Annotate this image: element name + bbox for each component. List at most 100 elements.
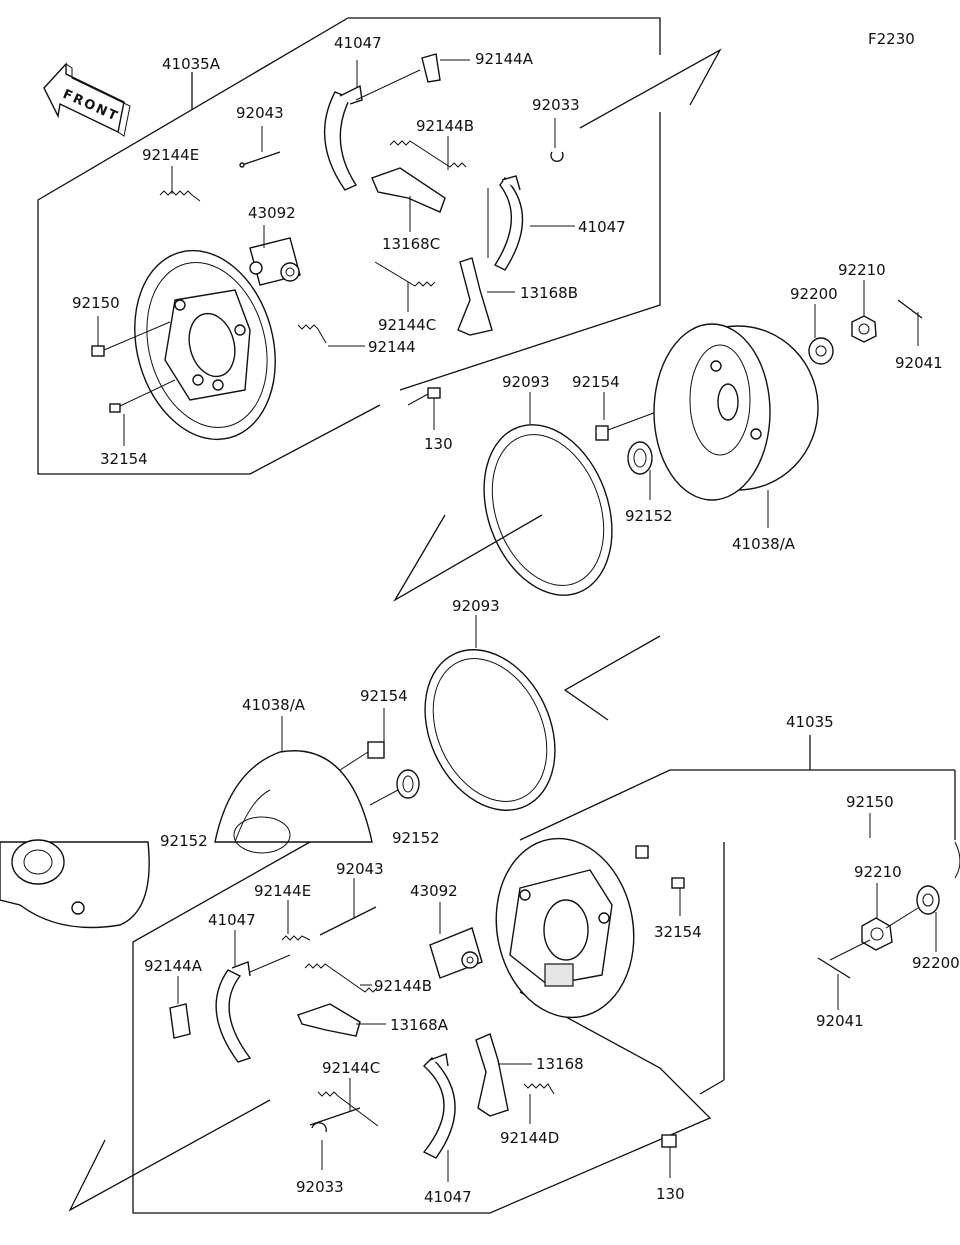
label-92093-lower: 92093 xyxy=(452,597,500,615)
upper-frame xyxy=(37,17,722,475)
upper-bolt-92150 xyxy=(91,316,171,357)
lower-nut-92210 xyxy=(861,883,893,951)
upper-bolt-130 xyxy=(407,387,441,430)
label-92200-lower: 92200 xyxy=(912,954,960,972)
lower-brake-drum xyxy=(214,716,373,854)
upper-lever-13168B xyxy=(457,188,515,336)
upper-spring-92144E xyxy=(159,166,201,202)
lower-bolt-plate xyxy=(635,845,649,859)
lower-pin-92043 xyxy=(319,878,377,936)
label-32154-lower: 32154 xyxy=(654,923,702,941)
label-92150-lower: 92150 xyxy=(846,793,894,811)
lower-brake-shoe-left xyxy=(215,930,291,1063)
label-41047-lower-top: 41047 xyxy=(208,911,256,929)
label-43092-upper: 43092 xyxy=(248,204,296,222)
lower-stud-92154 xyxy=(339,708,385,771)
label-41035-lower: 41035 xyxy=(786,713,834,731)
upper-washer-92200 xyxy=(808,304,834,365)
upper-spring-92144C xyxy=(374,261,436,312)
label-92144C-lower: 92144C xyxy=(322,1059,380,1077)
label-92154-lower: 92154 xyxy=(360,687,408,705)
label-92041-upper: 92041 xyxy=(895,354,943,372)
upper-spring-92144B xyxy=(389,136,467,170)
upper-labels: 41035A 41047 92144A 92043 92144B 92033 9… xyxy=(72,34,943,553)
label-92152-lower-cut: 92152 xyxy=(160,832,208,850)
lower-brake-shoe-right xyxy=(422,1053,456,1182)
upper-lever-13168C xyxy=(371,167,446,232)
label-92033-upper: 92033 xyxy=(532,96,580,114)
label-92152-upper: 92152 xyxy=(625,507,673,525)
label-43092-lower: 43092 xyxy=(410,882,458,900)
label-92144-upper: 92144 xyxy=(368,338,416,356)
upper-clip-92144A xyxy=(355,53,470,101)
label-92144A-upper: 92144A xyxy=(475,50,534,68)
lower-washer-92200 xyxy=(829,885,940,961)
label-92144B-upper: 92144B xyxy=(416,117,474,135)
upper-bleeder-32154 xyxy=(109,379,176,446)
lower-spring-92144B xyxy=(304,963,378,993)
diagram-code: F2230 xyxy=(868,30,915,48)
label-92154-upper: 92154 xyxy=(572,373,620,391)
label-92210-upper: 92210 xyxy=(838,261,886,279)
label-130-lower: 130 xyxy=(656,1185,685,1203)
lower-right-fragment xyxy=(954,841,960,879)
lower-spring-92144C xyxy=(317,1078,379,1127)
label-130-upper: 130 xyxy=(424,435,453,453)
lower-clip-92144A xyxy=(169,976,191,1039)
lower-bleeder-32154 xyxy=(671,877,685,916)
lower-seal-92093 xyxy=(424,615,556,811)
lower-cotter-pin-92041 xyxy=(817,957,851,1010)
label-92043-upper: 92043 xyxy=(236,104,284,122)
label-13168-lower: 13168 xyxy=(536,1055,584,1073)
label-92152-lower: 92152 xyxy=(392,829,440,847)
label-13168A: 13168A xyxy=(390,1016,449,1034)
lower-lever-13168 xyxy=(475,1033,532,1117)
label-92144D: 92144D xyxy=(500,1129,559,1147)
upper-seal-92093 xyxy=(393,392,613,602)
lower-labels: 92093 41038/A 92154 92152 92152 41035 92… xyxy=(144,597,960,1206)
label-92144E-lower: 92144E xyxy=(254,882,311,900)
lower-bolt-130 xyxy=(661,1134,677,1178)
label-92200-upper: 92200 xyxy=(790,285,838,303)
label-92150-upper: 92150 xyxy=(72,294,120,312)
label-92144A-lower: 92144A xyxy=(144,957,203,975)
label-92144C-upper: 92144C xyxy=(378,316,436,334)
label-41047-upper-right: 41047 xyxy=(578,218,626,236)
upper-brake-shoe-left xyxy=(323,60,363,191)
upper-wheel-cylinder xyxy=(249,225,301,286)
upper-brake-drum xyxy=(653,323,819,528)
label-92210-lower: 92210 xyxy=(854,863,902,881)
upper-nut-92210 xyxy=(851,280,877,343)
label-13168B: 13168B xyxy=(520,284,578,302)
upper-collar-92152 xyxy=(627,441,653,500)
label-92033-lower: 92033 xyxy=(296,1178,344,1196)
upper-pin-92043 xyxy=(239,126,281,168)
lower-lever-13168A xyxy=(297,1003,386,1037)
lower-spring-92144E xyxy=(281,900,311,941)
upper-brake-backing-plate xyxy=(134,249,276,441)
lower-collar-92152 xyxy=(369,769,420,806)
lower-left-drum-fragment xyxy=(0,839,150,929)
lower-clip-92033 xyxy=(311,1122,327,1170)
label-92043-lower: 92043 xyxy=(336,860,384,878)
label-41047-upper-top: 41047 xyxy=(334,34,382,52)
label-41035A: 41035A xyxy=(162,55,221,73)
upper-cotter-pin-92041 xyxy=(897,299,923,346)
label-32154-upper: 32154 xyxy=(100,450,148,468)
label-41038A-lower: 41038/A xyxy=(242,696,306,714)
lower-brake-backing-plate xyxy=(495,837,635,1019)
label-13168C: 13168C xyxy=(382,235,440,253)
label-92144E-upper: 92144E xyxy=(142,146,199,164)
lower-wheel-cylinder xyxy=(429,902,483,979)
label-41038A-upper: 41038/A xyxy=(732,535,796,553)
label-92144B-lower: 92144B xyxy=(374,977,432,995)
front-arrow-icon: FRONT xyxy=(43,62,131,137)
upper-clip-92033 xyxy=(550,118,564,162)
label-41047-lower-bottom: 41047 xyxy=(424,1188,472,1206)
label-92093-upper: 92093 xyxy=(502,373,550,391)
lower-spring-92144D xyxy=(523,1083,555,1124)
label-92041-lower: 92041 xyxy=(816,1012,864,1030)
upper-spring-92144 xyxy=(297,324,365,347)
